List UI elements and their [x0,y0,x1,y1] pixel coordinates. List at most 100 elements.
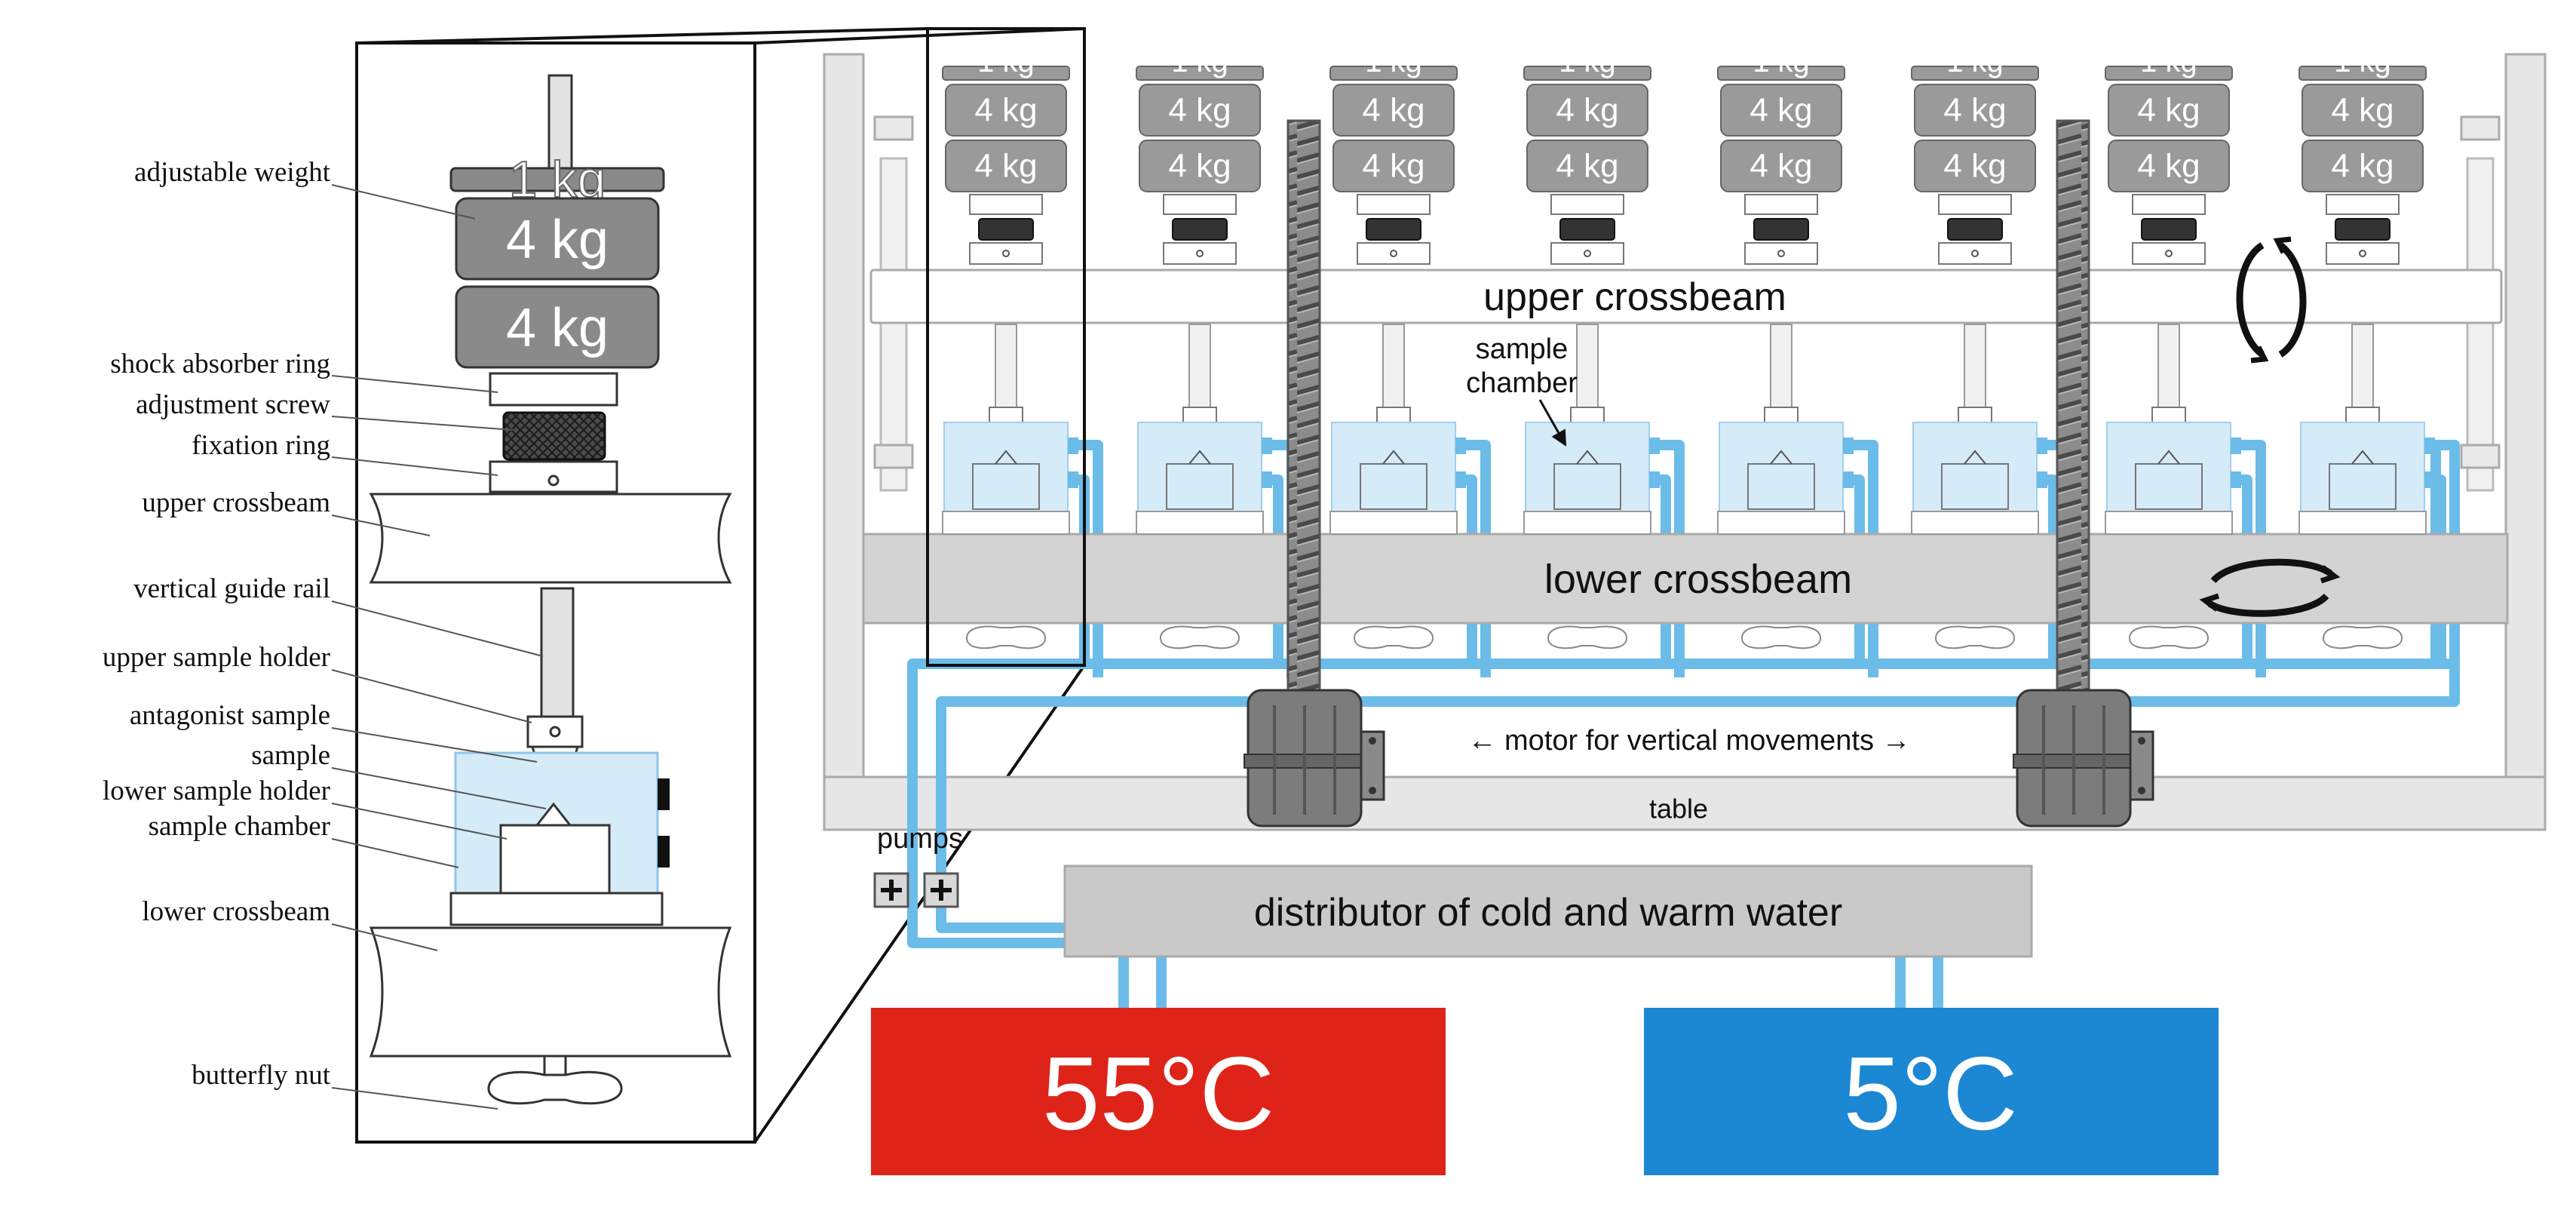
station-weight-block [1139,84,1261,137]
station-weight-block [2108,140,2230,192]
station-guide-rail [1382,324,1405,408]
station-weight-block [1720,140,1842,192]
station-chamber-base [1136,511,1264,535]
station-adjustment-screw [1366,218,1421,241]
station-lower-holder [972,463,1040,510]
rotation-arrow-lower-icon [2199,558,2341,617]
station-weight-disc [942,66,1070,81]
detail-upper-crossbeam [369,493,732,584]
station-weight-label-4kg: 4 kg [2331,148,2394,185]
zoom-line-top-right [754,27,1085,45]
motor-label: ← motor for vertical movements → [1467,725,1910,757]
detail-view: 1 kg 4 kg 4 kg [355,41,756,1144]
station-fixation-hole [1777,250,1785,257]
motor-right [2013,689,2154,828]
station-sample [1964,450,1986,465]
station-fixation-ring [1744,242,1818,265]
station-weight-disc [1329,66,1458,81]
station-lower-holder [2135,463,2203,510]
leader-lines [331,184,547,1110]
guide-bushing-left-top [873,115,914,141]
station-shock-ring [1938,194,2012,215]
pump-right [923,872,959,908]
sample-chamber-label-line2: chamber [1466,367,1578,399]
station-weight-label-1kg: 1 kg [1171,45,1228,78]
station-fixation-ring [2132,242,2206,265]
manifold-supply [907,659,2455,913]
station-lower-holder [1941,463,2009,510]
station-sample [2351,450,2374,465]
weight-label-4kg-b: 4 kg [506,298,609,358]
station-weight-label-1kg: 1 kg [1946,45,2004,78]
distributor-label: distributor of cold and warm water [1254,891,1842,935]
station-weight-disc [1523,66,1651,81]
station-butterfly-nut [1353,625,1434,649]
station-lower-holder [1553,463,1621,510]
label-lower-crossbeam: lower crossbeam [142,896,330,927]
station-butterfly-nut [1740,625,1822,649]
station-fixation-hole [2359,250,2366,257]
station-weight-block [1139,140,1261,192]
upper-crossbeam [869,269,2503,324]
station-chamber-base [2298,511,2427,535]
label-vertical-guide-rail: vertical guide rail [133,573,330,604]
station-guide-rail [2157,324,2180,408]
station-port-bottom [2231,471,2241,488]
label-lower-sample-holder: lower sample holder [103,775,330,806]
frame-right-post [2504,53,2547,810]
station-fixation-ring [1163,242,1237,265]
station-fixation-ring [1357,242,1431,265]
spindle-left [1286,119,1321,711]
lower-crossbeam-label: lower crossbeam [1544,557,1852,602]
frame-bottom [823,775,2547,831]
station-port-top [2037,438,2047,454]
station-guide-rail [1188,324,1211,408]
station-port-bottom [1455,471,1466,488]
station-weight-label-4kg: 4 kg [974,148,1037,185]
zoom-box [926,27,1086,667]
station-butterfly-nut [1159,625,1240,649]
station-sample-chamber [2300,422,2425,512]
rotation-arrow-upper-icon [2236,236,2307,364]
station-weight-label-1kg: 1 kg [1559,45,1616,78]
station-weight-block [2302,140,2424,192]
hot-bath-lines [1118,956,1167,1008]
station-sample-chamber [2106,422,2231,512]
station-sample [1382,450,1405,465]
station-weight-label-4kg: 4 kg [1943,92,2006,129]
station-adjustment-screw [1947,218,2003,241]
station-adjustment-screw [978,218,1034,241]
cold-water-bath [1644,1008,2219,1175]
frame-left-post [823,53,865,810]
station-fixation-hole [2165,250,2173,257]
station-weight-label-4kg: 4 kg [1750,148,1812,185]
station-weight-block [1526,140,1648,192]
label-shock-absorber-ring: shock absorber ring [110,349,330,379]
label-sample: sample [251,740,330,771]
station-weight-label-4kg: 4 kg [1943,148,2006,185]
station-adjustment-screw [1172,218,1228,241]
station-shock-ring [969,194,1043,215]
station-shock-ring [1357,194,1431,215]
station-port-bottom [1843,471,1854,488]
station-weight-block [945,140,1067,192]
station-sample [1188,450,1211,465]
detail-labels: adjustable weight shock absorber ring ad… [103,157,331,1091]
station-lower-holder [1747,463,1815,510]
station-weight-block [1914,140,2036,192]
station-chamber-base [2105,511,2233,535]
station-weight-disc [2298,66,2427,81]
station-butterfly-nut [1547,625,1628,649]
sample-chamber-pointer [1538,399,1567,447]
station-3: 1 kg4 kg4 kg [1329,45,1466,649]
station-weight-block [1526,84,1648,137]
station-weight-disc [1911,66,2039,81]
station-weight-label-4kg: 4 kg [2137,92,2200,129]
station-chamber-base [1329,511,1458,535]
station-weight-label-4kg: 4 kg [1362,148,1424,185]
station-weight-block [1914,84,2036,137]
cold-bath-lines [1895,956,1943,1008]
station-weight-block [2108,84,2230,137]
station-weight-block [945,84,1067,137]
station-4: 1 kg4 kg4 kg [1523,45,1660,649]
